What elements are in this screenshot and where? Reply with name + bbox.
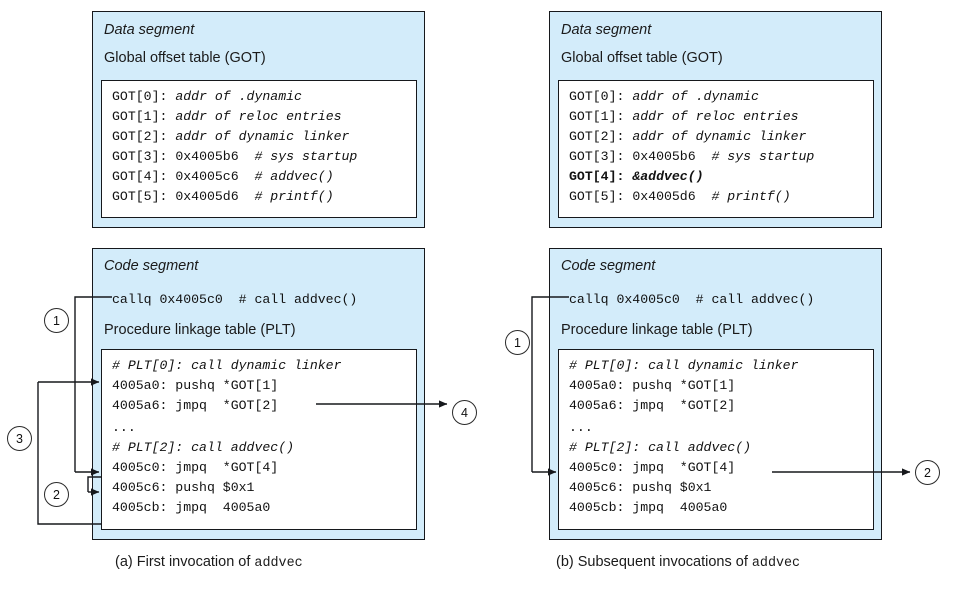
plt-row: 4005c0: jmpq *GOT[4]	[112, 460, 279, 475]
got-row: GOT[0]: addr of .dynamic	[569, 89, 759, 104]
plt-row: ...	[112, 420, 136, 435]
got-row: GOT[3]: 0x4005b6 # sys startup	[569, 149, 815, 164]
caption-a: (a) First invocation of addvec	[115, 554, 303, 571]
step-marker-4-a: 4	[452, 400, 477, 425]
got-row: GOT[2]: addr of dynamic linker	[112, 129, 350, 144]
plt-row: 4005a6: jmpq *GOT[2]	[112, 398, 279, 413]
got-row-highlighted: GOT[4]: &addvec()	[569, 169, 704, 184]
got-row: GOT[1]: addr of reloc entries	[569, 109, 799, 124]
got-row: GOT[3]: 0x4005b6 # sys startup	[112, 149, 358, 164]
data-segment-title-a: Data segment	[104, 22, 195, 38]
plt-row: 4005a0: pushq *GOT[1]	[112, 378, 279, 393]
plt-row: 4005c0: jmpq *GOT[4]	[569, 460, 736, 475]
got-row: GOT[0]: addr of .dynamic	[112, 89, 302, 104]
step-marker-1-a: 1	[44, 308, 69, 333]
data-segment-subtitle-a: Global offset table (GOT)	[104, 50, 266, 66]
data-segment-subtitle-b: Global offset table (GOT)	[561, 50, 723, 66]
step-marker-3-a: 3	[7, 426, 32, 451]
plt-row: 4005c6: pushq $0x1	[569, 480, 712, 495]
plt-row: # PLT[2]: call addvec()	[569, 440, 752, 455]
plt-row: 4005cb: jmpq 4005a0	[112, 500, 271, 515]
plt-row: 4005a6: jmpq *GOT[2]	[569, 398, 736, 413]
got-row: GOT[5]: 0x4005d6 # printf()	[569, 189, 791, 204]
got-row: GOT[2]: addr of dynamic linker	[569, 129, 807, 144]
callq-line-a: callq 0x4005c0 # call addvec()	[112, 292, 358, 307]
step-marker-2-a: 2	[44, 482, 69, 507]
got-table-b: GOT[0]: addr of .dynamic GOT[1]: addr of…	[558, 80, 874, 218]
step-marker-1-b: 1	[505, 330, 530, 355]
plt-row: 4005cb: jmpq 4005a0	[569, 500, 728, 515]
plt-row: # PLT[0]: call dynamic linker	[112, 358, 342, 373]
got-row: GOT[4]: 0x4005c6 # addvec()	[112, 169, 334, 184]
got-row: GOT[5]: 0x4005d6 # printf()	[112, 189, 334, 204]
plt-row: # PLT[0]: call dynamic linker	[569, 358, 799, 373]
got-table-a: GOT[0]: addr of .dynamic GOT[1]: addr of…	[101, 80, 417, 218]
got-row: GOT[1]: addr of reloc entries	[112, 109, 342, 124]
code-segment-title-b: Code segment	[561, 258, 656, 274]
plt-row: 4005a0: pushq *GOT[1]	[569, 378, 736, 393]
plt-table-b: # PLT[0]: call dynamic linker 4005a0: pu…	[558, 349, 874, 530]
code-segment-title-a: Code segment	[104, 258, 199, 274]
plt-row: ...	[569, 420, 593, 435]
plt-subtitle-b: Procedure linkage table (PLT)	[561, 322, 753, 338]
plt-table-a: # PLT[0]: call dynamic linker 4005a0: pu…	[101, 349, 417, 530]
callq-line-b: callq 0x4005c0 # call addvec()	[569, 292, 815, 307]
data-segment-title-b: Data segment	[561, 22, 652, 38]
plt-subtitle-a: Procedure linkage table (PLT)	[104, 322, 296, 338]
plt-row: 4005c6: pushq $0x1	[112, 480, 255, 495]
caption-b: (b) Subsequent invocations of addvec	[556, 554, 801, 571]
step-marker-2-b: 2	[915, 460, 940, 485]
plt-row: # PLT[2]: call addvec()	[112, 440, 295, 455]
